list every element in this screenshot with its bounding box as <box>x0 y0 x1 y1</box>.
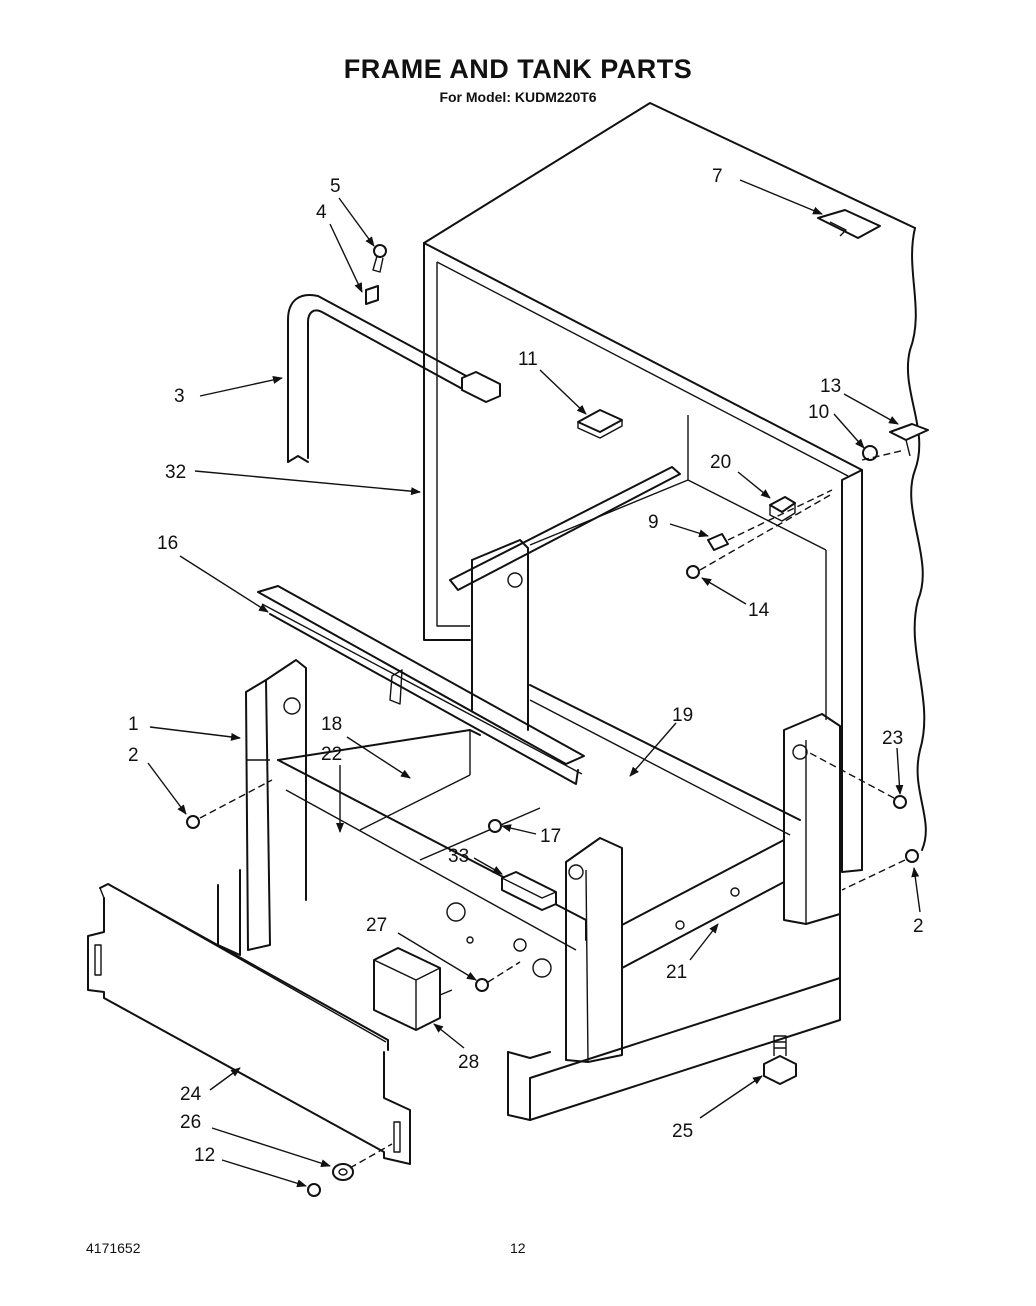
part-2-screw-left <box>186 815 200 829</box>
part-4-clip <box>365 285 379 305</box>
part-5-screw <box>372 244 387 273</box>
tank <box>423 102 927 873</box>
callout-25: 25 <box>672 1121 693 1142</box>
part-10-nut <box>862 445 878 461</box>
callout-leaders <box>147 179 921 1188</box>
part-33-block <box>501 871 557 911</box>
callout-16: 16 <box>157 533 178 554</box>
callout-7: 7 <box>712 166 723 187</box>
callout-3: 3 <box>174 386 185 407</box>
callout-28: 28 <box>458 1052 479 1073</box>
callout-labels: 5 4 3 7 11 32 13 10 20 9 14 16 1 2 18 22… <box>128 166 924 1166</box>
part-20-spacer <box>769 496 796 522</box>
page-number: 12 <box>510 1240 526 1256</box>
part-11-bracket <box>577 409 623 439</box>
callout-12: 12 <box>194 1145 215 1166</box>
callout-20: 20 <box>710 452 731 473</box>
part-27-screw <box>475 978 489 992</box>
part-25-leveling-leg <box>763 1035 797 1085</box>
callout-4: 4 <box>316 202 327 223</box>
part-24-panel <box>87 883 411 1165</box>
part-3-tube <box>287 294 501 463</box>
callout-27: 27 <box>366 915 387 936</box>
part-2-screw-right <box>905 849 919 863</box>
part-9-pin <box>707 533 729 551</box>
part-22-screw <box>893 795 907 809</box>
callout-21: 21 <box>666 962 687 983</box>
callout-19: 19 <box>672 705 693 726</box>
callout-18: 18 <box>321 714 342 735</box>
callout-10: 10 <box>808 402 829 423</box>
base-frame <box>217 539 841 1121</box>
callout-33: 33 <box>448 846 469 867</box>
model-subtitle: For Model: KUDM220T6 <box>439 89 597 105</box>
callout-14: 14 <box>748 600 770 621</box>
part-7-clip <box>817 209 881 239</box>
part-17-screw <box>488 819 502 833</box>
callout-1: 1 <box>128 714 139 735</box>
part-16-rail <box>257 585 585 785</box>
part-14-screw <box>686 565 700 579</box>
part-26-washer <box>332 1163 354 1181</box>
callout-32: 32 <box>165 462 186 483</box>
callout-5: 5 <box>330 176 341 197</box>
callout-2-right: 2 <box>913 916 924 937</box>
part-13-hinge-bracket <box>889 423 929 457</box>
callout-2-left: 2 <box>128 745 139 766</box>
part-12-screw <box>307 1183 321 1197</box>
callout-17: 17 <box>540 826 561 847</box>
callout-13: 13 <box>820 376 841 397</box>
callout-22: 23 <box>882 728 903 749</box>
callout-23: 22 <box>321 744 342 765</box>
callout-24: 24 <box>180 1084 202 1105</box>
callout-11: 11 <box>518 349 538 370</box>
callout-9: 9 <box>648 512 659 533</box>
callout-26: 26 <box>180 1112 201 1133</box>
page-title: FRAME AND TANK PARTS <box>343 54 693 84</box>
document-number: 4171652 <box>86 1240 141 1256</box>
part-28-box <box>373 947 453 1031</box>
